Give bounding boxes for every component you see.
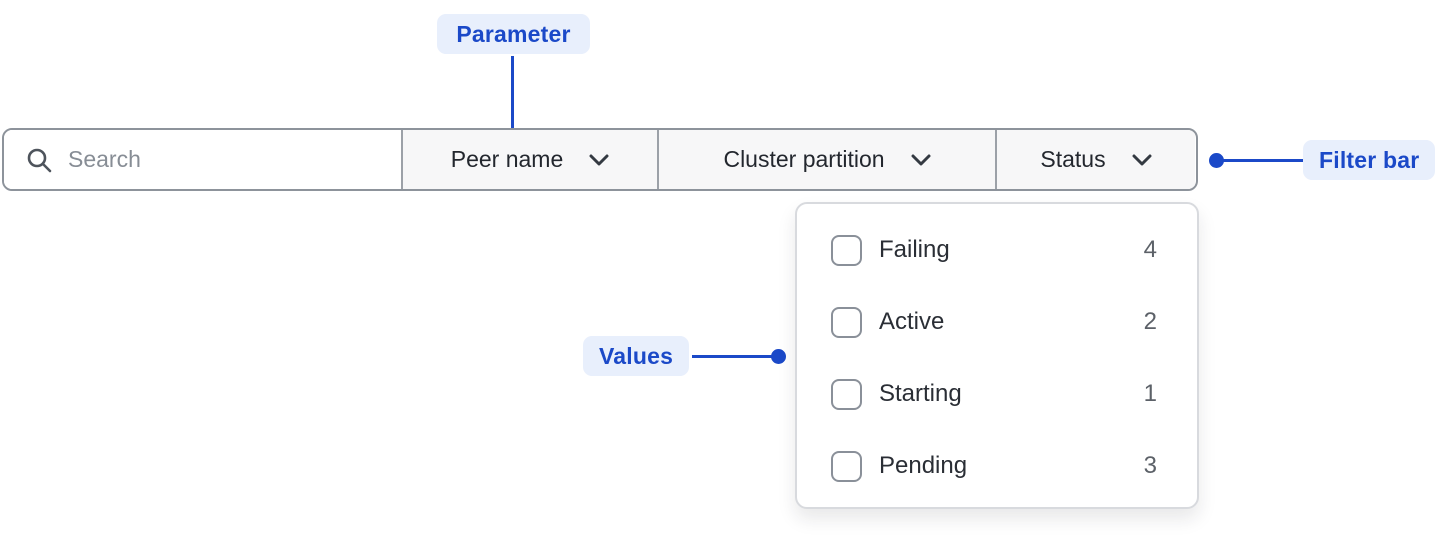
status-option-label: Active [879,308,945,335]
checkbox-starting[interactable] [831,378,862,410]
values-connector-line [692,355,778,358]
search-icon [27,148,52,172]
parameter-annotation-badge: Parameter [437,14,590,54]
values-connector-dot [771,349,786,364]
chevron-down-icon [911,154,931,165]
status-option-label: Starting [879,380,962,407]
status-option-count: 3 [1143,452,1157,479]
filter-bar: Peer name Cluster partition Status [2,128,1198,191]
checkbox-active[interactable] [831,306,862,338]
dropdown-peer-name-label: Peer name [450,146,564,172]
chevron-down-icon [589,154,609,165]
status-option-count: 4 [1143,236,1157,263]
checkbox-pending[interactable] [831,450,862,482]
search-input[interactable] [68,146,383,173]
status-option-count: 1 [1143,380,1157,407]
values-annotation-badge: Values [583,336,690,376]
status-option-count: 2 [1143,308,1157,335]
dropdown-cluster-partition-label: Cluster partition [723,146,885,172]
status-option-label: Pending [879,452,968,479]
dropdown-status[interactable]: Status [995,130,1195,189]
search-section [4,130,401,189]
status-option-starting[interactable]: Starting 1 [797,358,1197,430]
dropdown-status-label: Status [1040,146,1106,172]
filter-bar-connector-line [1217,159,1303,162]
parameter-connector-line [511,56,514,144]
dropdown-cluster-partition[interactable]: Cluster partition [657,130,995,189]
status-values-panel: Failing 4 Active 2 Starting 1 Pending 3 [795,202,1199,509]
chevron-down-icon [1132,154,1152,165]
status-option-active[interactable]: Active 2 [797,286,1197,358]
checkbox-failing[interactable] [831,234,862,266]
filter-bar-annotation-badge: Filter bar [1303,140,1436,180]
dropdown-peer-name[interactable]: Peer name [401,130,657,189]
status-option-failing[interactable]: Failing 4 [797,214,1197,286]
status-option-pending[interactable]: Pending 3 [797,430,1197,502]
status-option-label: Failing [879,236,950,263]
filter-bar-connector-dot [1209,153,1224,168]
